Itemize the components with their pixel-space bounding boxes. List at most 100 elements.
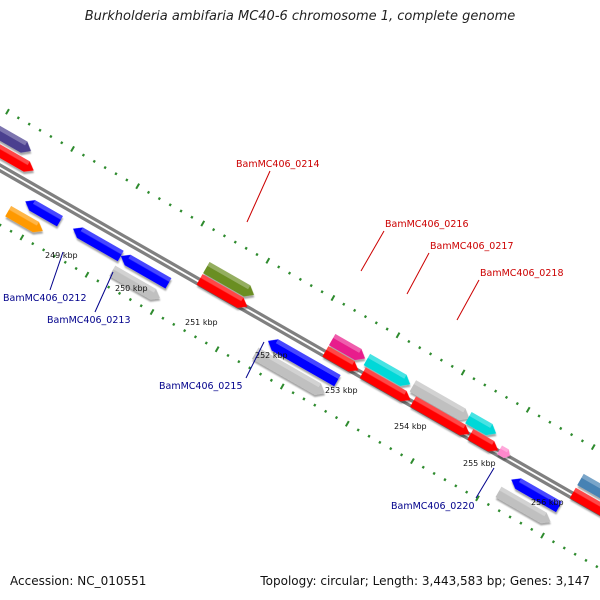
gene-label-forward: BamMC406_0214 (236, 159, 319, 170)
outer-ruler-tick (330, 294, 336, 302)
inner-ruler-tick (356, 428, 360, 432)
outer-ruler-tick (157, 196, 161, 201)
gene-arrow-blue-c (120, 254, 172, 289)
outer-ruler-tick (363, 315, 368, 319)
gene-arrow-cyan-b (465, 411, 497, 436)
gene-arrow-red-f (467, 429, 499, 452)
gene-arrow-gray-fwd (409, 380, 470, 420)
gene-arrow-olive (203, 261, 255, 297)
gene-arrow-red-b-highlight (200, 274, 244, 302)
gene-label-forward: BamMC406_0217 (430, 241, 513, 252)
gene-arrow-steel-highlight (581, 473, 600, 499)
gene-arrow-gray-c (495, 486, 551, 523)
inner-ruler-tick (19, 234, 25, 241)
gene-arrow-blue-c-body (120, 254, 172, 289)
gene-arrow-magenta (328, 333, 366, 361)
inner-ruler-tick (258, 372, 263, 376)
gene-arrow-blue-d-highlight (275, 339, 341, 379)
outer-ruler-tick (494, 389, 498, 393)
inner-ruler-tick (465, 490, 469, 494)
outer-ruler-tick (548, 420, 552, 424)
outer-ruler-tick (342, 302, 346, 306)
inner-ruler-tick (172, 322, 176, 327)
gene-arrow-red-c (322, 346, 359, 372)
outer-ruler-tick (537, 414, 541, 418)
inner-ruler-tick (378, 440, 382, 445)
outer-ruler-tick (309, 283, 313, 288)
gene-arrow-blue-d (268, 339, 341, 387)
outer-ruler-tick (222, 234, 227, 238)
inner-ruler-tick (595, 565, 599, 569)
backbone-line-lower (0, 168, 600, 517)
outer-ruler-tick (580, 439, 584, 443)
gene-arrow-blue-e-highlight (519, 478, 562, 506)
inner-ruler-tick (454, 484, 458, 488)
gene-arrow-purple-a-highlight (0, 115, 28, 146)
outer-ruler-tick (179, 209, 183, 213)
outer-ruler-tick (146, 190, 151, 195)
inner-ruler-tick (52, 254, 57, 258)
inner-ruler-tick (248, 366, 252, 370)
gene-arrow-pink-highlight (500, 445, 509, 453)
gene-arrow-blue-b-highlight (80, 227, 124, 255)
inner-ruler-tick (117, 291, 122, 295)
outer-ruler-tick (353, 308, 357, 313)
inner-ruler-tick (237, 360, 241, 364)
outer-ruler-tick (277, 265, 281, 269)
leader-line-forward (246, 170, 271, 223)
inner-ruler-tick (9, 229, 13, 233)
gene-arrow-red-e (410, 396, 470, 436)
outer-ruler-tick (200, 220, 206, 227)
inner-ruler-tick (149, 308, 155, 316)
outer-ruler-tick (298, 277, 302, 281)
inner-ruler-tick (519, 521, 523, 525)
gene-arrow-blue-a (25, 200, 63, 227)
gene-label-reverse: BamMC406_0215 (159, 381, 242, 392)
outer-ruler-tick (460, 369, 466, 376)
outer-ruler-tick (103, 165, 107, 170)
inner-ruler-tick (562, 546, 566, 550)
outer-ruler-tick (428, 352, 433, 356)
outer-ruler-tick (114, 172, 118, 176)
outer-ruler-tick (16, 116, 20, 120)
inner-ruler-tick (84, 271, 90, 278)
gene-arrow-red-d (359, 367, 411, 402)
inner-ruler-tick (139, 304, 143, 308)
inner-ruler-tick (0, 223, 2, 227)
outer-ruler-tick (125, 178, 129, 182)
outer-ruler-tick (244, 246, 248, 250)
inner-ruler-tick (302, 397, 306, 401)
inner-ruler-tick (63, 260, 67, 264)
accession-text: Accession: NC_010551 (10, 574, 147, 588)
outer-ruler-tick (81, 153, 85, 157)
inner-ruler-tick (269, 378, 273, 382)
map-title: Burkholderia ambifaria MC40-6 chromosome… (84, 9, 516, 24)
leader-line-reverse (94, 271, 114, 313)
outer-ruler-tick (265, 257, 271, 264)
outer-ruler-tick (70, 145, 75, 153)
leader-line-reverse (49, 251, 64, 291)
gene-arrow-cyan-a-highlight (367, 353, 407, 379)
gene-label-reverse: BamMC406_0220 (391, 501, 474, 512)
gene-arrow-gray-a-highlight (113, 265, 157, 293)
gene-arrow-red-d-highlight (363, 367, 407, 395)
gene-arrow-red-c-highlight (326, 346, 355, 365)
outer-ruler-tick (569, 433, 574, 437)
gene-arrow-blue-a-highlight (33, 200, 63, 220)
inner-ruler-tick (584, 558, 588, 563)
outer-ruler-tick (590, 443, 596, 451)
gene-arrow-blue-c-highlight (128, 254, 172, 282)
backbone-line-upper (0, 163, 600, 511)
outer-ruler-tick (407, 339, 411, 344)
inner-ruler-tick (334, 415, 339, 420)
inner-ruler-tick (344, 420, 350, 427)
inner-ruler-tick (107, 285, 111, 289)
outer-ruler-tick (49, 134, 53, 139)
outer-ruler-tick (135, 183, 141, 190)
inner-ruler-tick (291, 391, 295, 395)
kbp-label: 250 kbp (115, 284, 148, 293)
gene-arrow-orange (5, 205, 43, 233)
outer-ruler-tick (255, 252, 259, 257)
gene-arrow-red-f-highlight (471, 429, 495, 445)
inner-ruler-tick (214, 346, 220, 353)
